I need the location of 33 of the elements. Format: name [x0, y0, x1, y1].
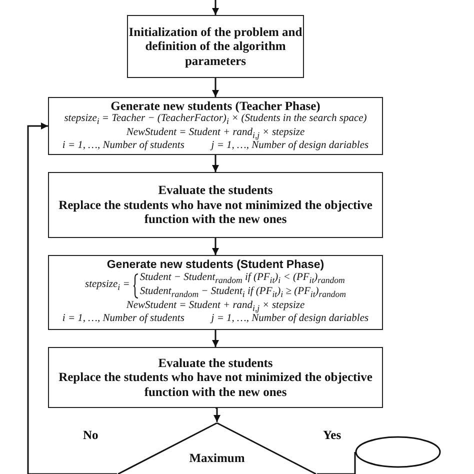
formula-text: i = 1, …, Number of students	[62, 140, 184, 154]
formula-text: j = 1, …, Number of design dariables	[211, 140, 369, 154]
decision-text: Maximum	[189, 451, 245, 466]
formula-text: NewStudent = Student + rand$_{i,j}$ × stepsize	[126, 300, 305, 314]
formula-text: Student − Student$_{random}$ if (PF$_{it}$)$_{i}$ < (PF$_{it}$)$_{random}$	[140, 272, 345, 286]
box-heading: Generate new students (Student Phase)	[106, 259, 324, 272]
process-box	[48, 97, 383, 155]
box-heading: Evaluate the students	[158, 356, 273, 370]
arrow	[214, 407, 220, 422]
process-box	[127, 15, 304, 78]
box-heading: Generate new students (Teacher Phase)	[110, 98, 320, 114]
formula-text: Student$_{random}$ − Student$_{i}$ if (PF$_{it}$)$_{i}$ ≥ (PF$_{it}$)$_{random}$	[140, 286, 346, 300]
box-text: Replace the students who have not minimized the objective function with the new ones	[58, 370, 374, 400]
formula-text: j = 1, …, Number of design dariables	[211, 313, 369, 326]
arrow	[212, 0, 219, 15]
formula-text: NewStudent = Student + rand$_{i,j}$ × stepsize	[126, 126, 305, 140]
box-heading: Evaluate the students	[158, 183, 273, 198]
arrow	[212, 78, 219, 97]
formula-text: i = 1, …, Number of students	[62, 313, 184, 326]
box-heading: Initialization of the problem and definition of the algorithm parameters	[128, 24, 303, 68]
formula-text: stepsize$_{i}$ =	[84, 279, 130, 293]
arrow	[27, 122, 117, 474]
arrow	[212, 330, 219, 347]
box-text: Replace the students who have not minimized the objective function with the new ones	[58, 198, 374, 227]
arrow	[212, 238, 219, 255]
formula-text: stepsize$_{i}$ = Teacher − (TeacherFactor)$_{i}$ × (Students in the search space)	[64, 113, 367, 127]
decision-diamond	[117, 422, 317, 474]
connector-line	[317, 452, 356, 474]
process-box	[48, 255, 383, 330]
terminal-ellipse	[355, 436, 441, 468]
process-box	[48, 347, 383, 408]
process-box	[48, 172, 383, 238]
arrow	[212, 155, 219, 172]
